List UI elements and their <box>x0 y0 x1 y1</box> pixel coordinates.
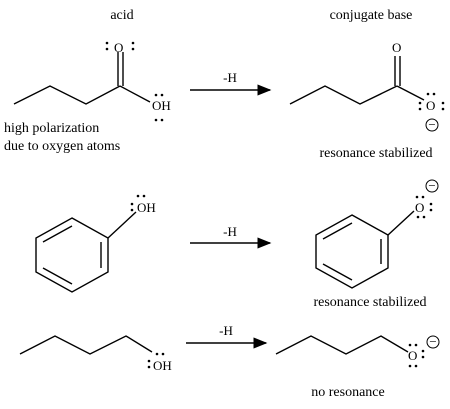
anion-oxygen: O <box>408 348 417 363</box>
c-oh-bond <box>107 211 137 239</box>
base-note-3: no resonance <box>311 385 384 400</box>
ring-double-bond <box>322 263 353 281</box>
carbon-chain <box>19 335 153 355</box>
base-note-1: resonance stabilized <box>319 146 432 161</box>
negative-charge: − <box>429 334 436 349</box>
lone-pairs <box>418 92 445 111</box>
hydroxyl-group: OH <box>152 98 171 113</box>
negative-charge-circle <box>425 118 439 132</box>
benzene-ring <box>35 217 109 293</box>
negative-charge: − <box>428 117 435 132</box>
negative-charge-circle <box>426 335 440 349</box>
lone-pairs <box>105 41 164 122</box>
carbon-chain <box>13 85 121 105</box>
benzene-ring <box>315 214 389 289</box>
arrow-label-3: -H <box>219 323 233 338</box>
phenol-structure: OH <box>35 194 156 293</box>
ring-double-bond <box>42 267 73 285</box>
conjugate-base-header: conjugate base <box>330 8 413 23</box>
acid-note-line-2: due to oxygen atoms <box>4 139 120 154</box>
anion-oxygen: O <box>426 98 435 113</box>
base-note-2: resonance stabilized <box>313 295 426 310</box>
carbonyl-oxygen: O <box>392 40 401 55</box>
carbon-chain <box>275 335 409 355</box>
ring-double-bond <box>42 225 73 243</box>
lone-pairs <box>147 352 165 369</box>
arrow-label-2: -H <box>223 224 237 239</box>
carbonyl-oxygen: O <box>114 40 123 55</box>
acid-header: acid <box>110 8 133 23</box>
lone-pairs <box>408 343 425 368</box>
butanol-structure: OH <box>19 335 172 373</box>
ring-double-bond <box>322 222 353 240</box>
hydroxyl-group: OH <box>153 358 172 373</box>
butanoate-structure: O O − <box>289 40 445 132</box>
arrow-label-1: -H <box>223 70 237 85</box>
butanoic-acid-structure: O OH <box>13 40 171 122</box>
c-o-bond <box>387 210 415 236</box>
c-oh-bond <box>119 85 151 103</box>
lone-pairs <box>130 194 146 212</box>
phenoxide-structure: O − <box>315 178 439 289</box>
acid-note-line-1: high polarization <box>4 121 99 136</box>
lone-pairs <box>415 195 433 219</box>
hydroxyl-group: OH <box>137 200 156 215</box>
negative-charge-circle <box>425 179 439 193</box>
c-o-bond <box>396 85 425 101</box>
butoxide-structure: O − <box>275 334 440 368</box>
carbon-chain <box>289 85 398 105</box>
negative-charge: − <box>428 178 435 193</box>
anion-oxygen: O <box>415 200 424 215</box>
